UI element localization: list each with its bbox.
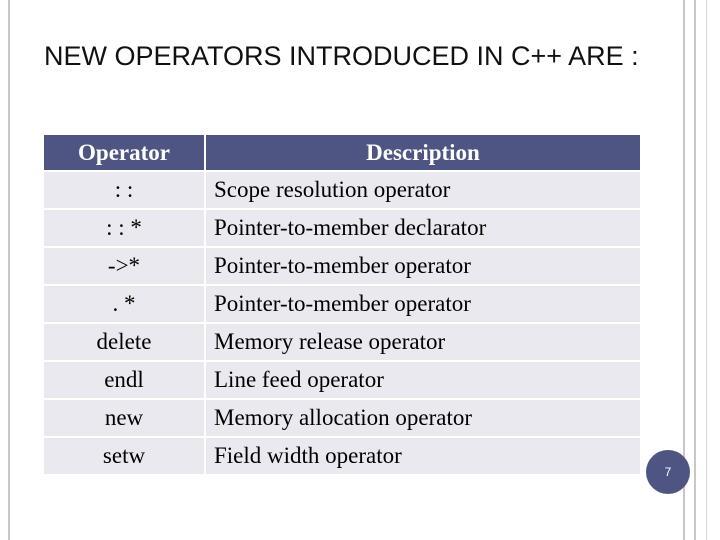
page-number-badge: 7 bbox=[646, 450, 690, 494]
operator-cell: delete bbox=[44, 324, 204, 360]
description-cell: Scope resolution operator bbox=[206, 172, 640, 208]
table-row: delete Memory release operator bbox=[44, 324, 640, 360]
operator-cell: endl bbox=[44, 362, 204, 398]
description-cell: Pointer-to-member operator bbox=[206, 248, 640, 284]
description-cell: Pointer-to-member operator bbox=[206, 286, 640, 322]
operator-cell: ->* bbox=[44, 248, 204, 284]
table-row: setw Field width operator bbox=[44, 438, 640, 474]
description-cell: Line feed operator bbox=[206, 362, 640, 398]
operator-cell: : : * bbox=[44, 210, 204, 246]
table-row: : : * Pointer-to-member declarator bbox=[44, 210, 640, 246]
table-row: endl Line feed operator bbox=[44, 362, 640, 398]
left-frame-line bbox=[8, 0, 10, 540]
operators-table: Operator Description : : Scope resolutio… bbox=[42, 133, 642, 476]
description-cell: Memory allocation operator bbox=[206, 400, 640, 436]
right-frame-line bbox=[706, 0, 707, 540]
description-cell: Field width operator bbox=[206, 438, 640, 474]
operator-cell: setw bbox=[44, 438, 204, 474]
slide-title: NEW OPERATORS INTRODUCED IN C++ ARE : bbox=[44, 41, 639, 71]
right-frame-line bbox=[683, 0, 685, 540]
operator-cell: : : bbox=[44, 172, 204, 208]
header-operator: Operator bbox=[44, 135, 204, 170]
table-row: new Memory allocation operator bbox=[44, 400, 640, 436]
operator-cell: . * bbox=[44, 286, 204, 322]
operator-cell: new bbox=[44, 400, 204, 436]
table-row: : : Scope resolution operator bbox=[44, 172, 640, 208]
description-cell: Pointer-to-member declarator bbox=[206, 210, 640, 246]
table-row: . * Pointer-to-member operator bbox=[44, 286, 640, 322]
description-cell: Memory release operator bbox=[206, 324, 640, 360]
table-header-row: Operator Description bbox=[44, 135, 640, 170]
header-description: Description bbox=[206, 135, 640, 170]
right-frame-line bbox=[694, 0, 696, 540]
table-row: ->* Pointer-to-member operator bbox=[44, 248, 640, 284]
